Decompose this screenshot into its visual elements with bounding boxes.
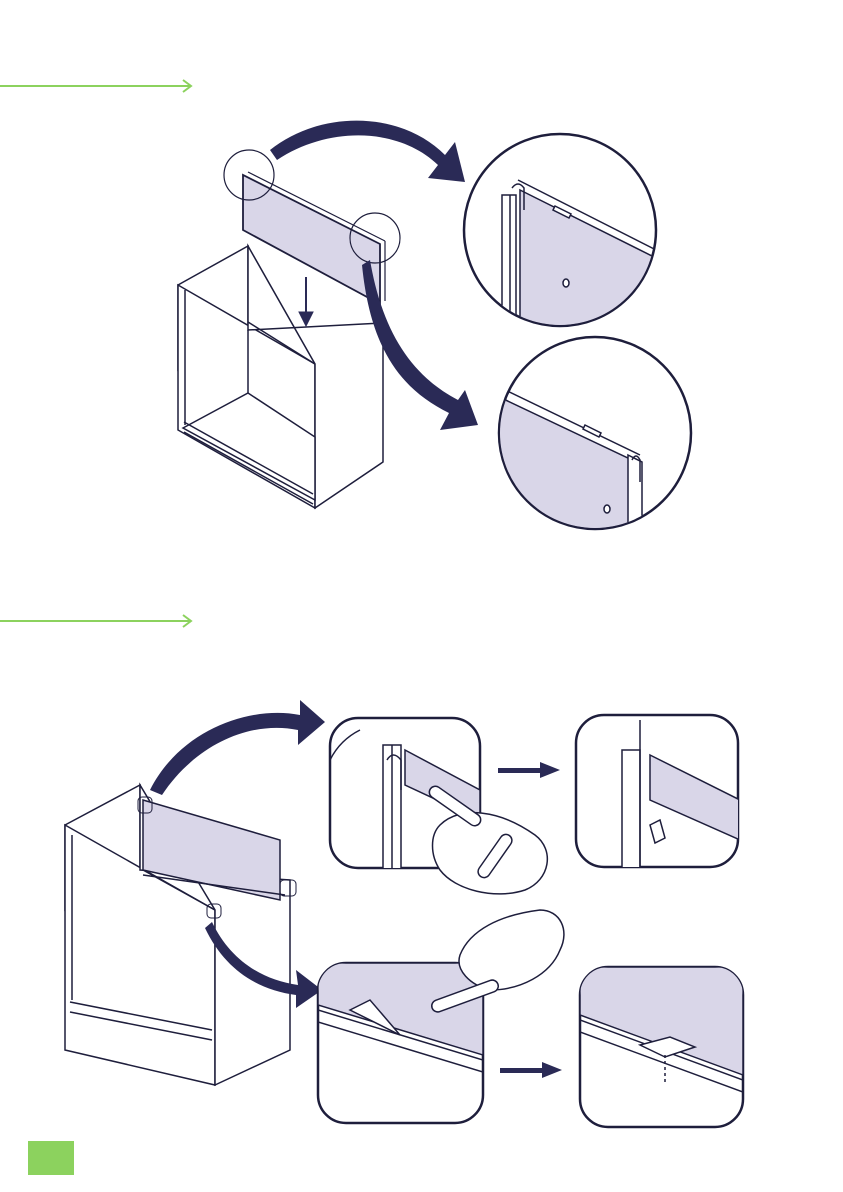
detail-zoom-top-right — [495, 337, 691, 560]
callout-arrow-side — [150, 700, 325, 795]
step-2-arrow-rule — [0, 613, 200, 629]
direction-arrow-side — [498, 762, 560, 778]
detail-top-clip-before — [318, 910, 564, 1123]
detail-top-clip-after — [580, 967, 743, 1127]
detail-side-clip-before — [330, 718, 547, 894]
hand-screwdriver-side — [427, 784, 547, 894]
cabinet-with-panel — [65, 785, 290, 1085]
callout-arrow-top — [270, 121, 465, 182]
detail-zoom-top-left — [464, 134, 660, 355]
down-arrow — [299, 277, 313, 326]
direction-arrow-top — [500, 1062, 562, 1078]
detail-side-clip-after — [576, 715, 740, 890]
page-marker — [28, 1141, 74, 1175]
step-1-illustration — [0, 0, 843, 560]
step-2-illustration — [0, 690, 843, 1140]
